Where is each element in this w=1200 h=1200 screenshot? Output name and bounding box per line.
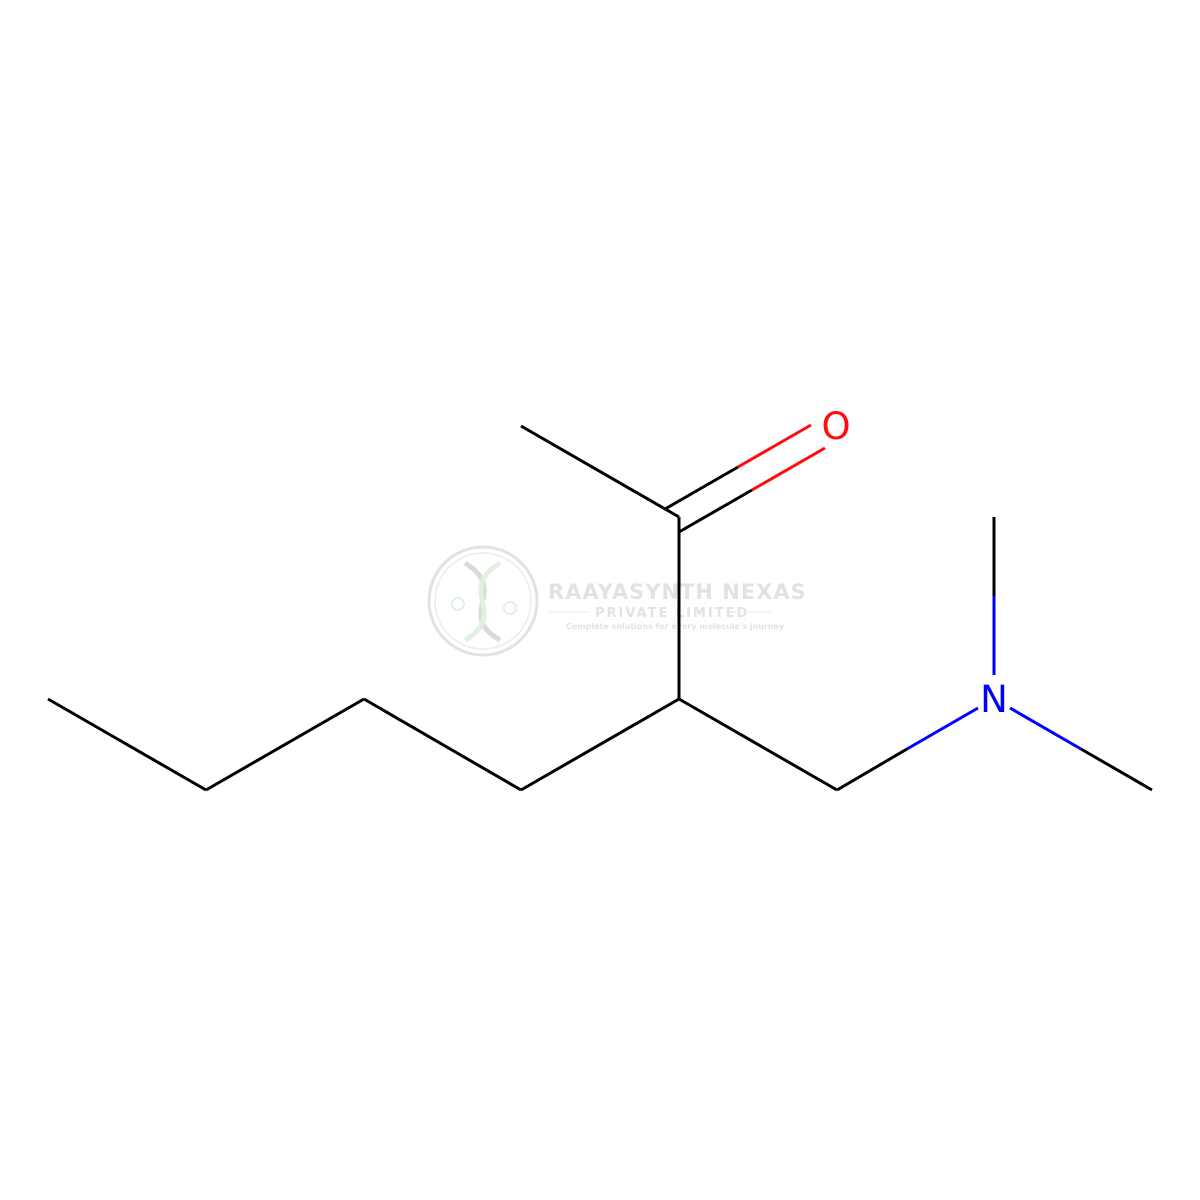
bond-ch2-n-blue (906, 706, 979, 751)
watermark-tagline: Complete solutions for every molecule's … (566, 622, 785, 631)
carbon-bonds (47, 424, 838, 792)
bond-co-outer-black (664, 465, 739, 511)
watermark-logo-icon (427, 545, 539, 657)
bond-co-outer-red (737, 423, 812, 469)
bond-ch2-n-black (836, 747, 908, 792)
bond-c4-c5 (520, 697, 680, 792)
bond-c1-c2 (47, 697, 207, 792)
bond-c3-c4 (363, 697, 522, 792)
bond-c2-c3 (205, 697, 365, 792)
watermark: RAAYASYNTH NEXAS PRIVATE LIMITED Complet… (427, 545, 807, 657)
bond-n-methyl-right-blue (1009, 706, 1082, 751)
atom-label-nitrogen: N (980, 678, 1008, 721)
bond-n-methyl-right-black (1080, 747, 1153, 792)
atom-label-oxygen: O (821, 405, 850, 448)
amine-bonds (836, 517, 1153, 792)
bond-c6-methyl (520, 424, 680, 519)
bond-c5-ch2 (678, 697, 838, 792)
watermark-title: RAAYASYNTH NEXAS (548, 580, 807, 604)
watermark-subtitle: PRIVATE LIMITED (595, 606, 749, 621)
bond-co-inner-red (751, 446, 826, 492)
bond-co-inner-black (678, 488, 753, 534)
carbonyl-double-bond (664, 423, 826, 534)
